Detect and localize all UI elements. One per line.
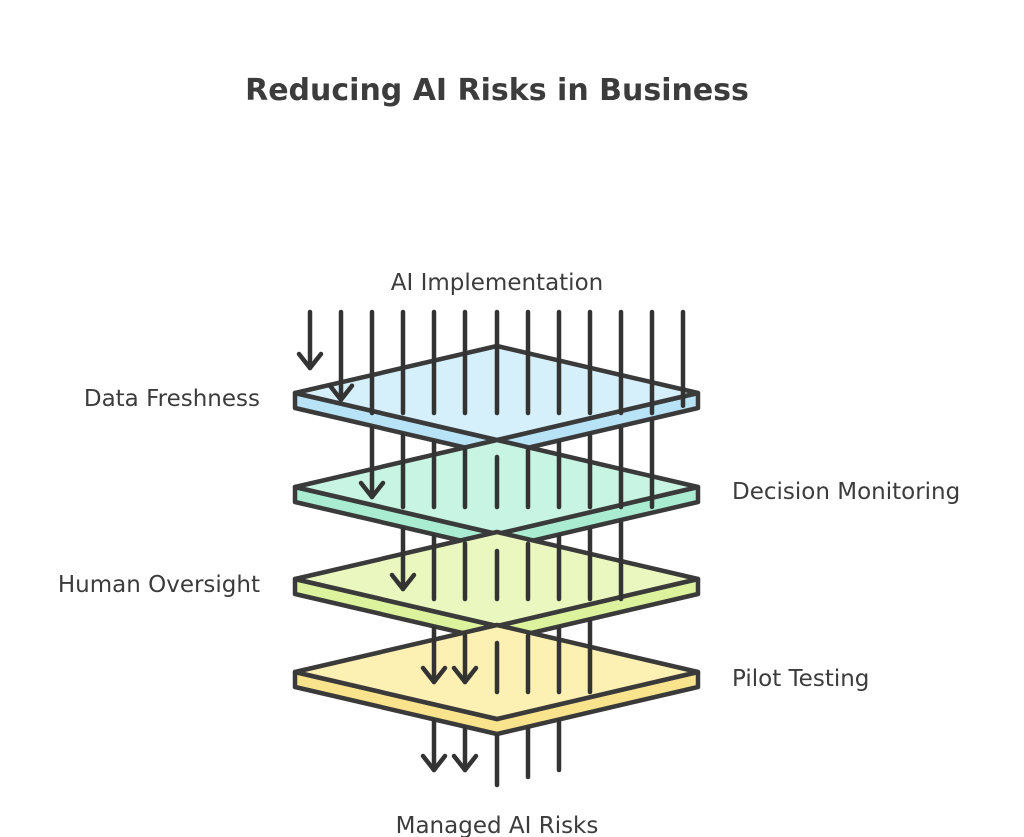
arrow-head: [420, 753, 448, 773]
flow-arrow: [389, 309, 417, 592]
flow-arrow: [420, 309, 448, 685]
input-label: AI Implementation: [391, 270, 603, 296]
arrow-head: [451, 753, 479, 773]
exit-arrow: [420, 719, 448, 773]
arrow-head: [327, 383, 355, 402]
arrow-head: [296, 351, 324, 371]
diagram-title: Reducing AI Risks in Business: [245, 73, 749, 108]
exit-arrow: [451, 726, 479, 773]
arrow-head: [358, 480, 386, 500]
flow-arrow: [358, 309, 386, 500]
output-label: Managed AI Risks: [396, 813, 599, 837]
arrow-head: [389, 572, 417, 592]
flow-arrow: [327, 309, 355, 402]
layer-label-decision-monitoring: Decision Monitoring: [732, 479, 960, 505]
flow-arrow: [451, 309, 479, 685]
flow-arrow: [296, 309, 324, 371]
layer-label-pilot-testing: Pilot Testing: [732, 666, 869, 692]
layer-label-human-oversight: Human Oversight: [58, 572, 260, 598]
arrow-head: [420, 665, 448, 685]
flow-arrows: [296, 309, 686, 788]
arrow-head: [451, 665, 479, 685]
layer-label-data-freshness: Data Freshness: [84, 386, 260, 412]
